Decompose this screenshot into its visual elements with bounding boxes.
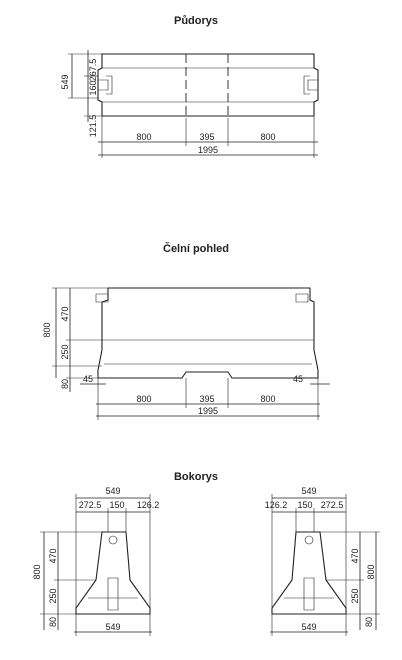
side-left-seg-a: 272.5 xyxy=(79,500,102,510)
front-outline xyxy=(95,287,319,379)
plan-view: Půdorys 267.5 160 121.5 54 xyxy=(60,15,319,158)
side-right-seg-c: 272.5 xyxy=(321,500,344,510)
side-left-upper: 470 xyxy=(48,548,58,563)
side-right-lower: 250 xyxy=(350,588,360,603)
plan-dim-bottom: 121.5 xyxy=(88,115,98,138)
side-right-top-total: 549 xyxy=(301,486,316,496)
side-right-base: 80 xyxy=(364,617,374,627)
side-left-seg-b: 150 xyxy=(109,500,124,510)
side-right-upper: 470 xyxy=(350,548,360,563)
front-dim-total: 1995 xyxy=(198,406,218,416)
side-right-bottom: 549 xyxy=(301,622,316,632)
side-left-seg-c: 126.2 xyxy=(137,500,160,510)
side-left-height: 800 xyxy=(32,564,42,579)
side-left-top-total: 549 xyxy=(105,486,120,496)
front-view: Čelní pohled 470 250 80 800 45 45 xyxy=(42,242,330,420)
front-dim-left-offset: 45 xyxy=(83,374,93,384)
side-right-seg-a: 126.2 xyxy=(265,500,288,510)
plan-dim-center: 160 xyxy=(88,80,98,95)
side-right-seg-b: 150 xyxy=(297,500,312,510)
front-dimensions: 470 250 80 800 45 45 800 395 800 1995 xyxy=(42,287,330,420)
front-dim-height: 800 xyxy=(42,322,52,337)
side-right: 549 126.2 150 272.5 470 250 80 800 549 xyxy=(265,486,380,636)
plan-dim-total: 1995 xyxy=(198,145,218,155)
side-view: Bokorys 549 272.5 150 126.2 470 250 80 xyxy=(32,471,380,636)
plan-dimensions: 267.5 160 121.5 549 800 395 800 1995 xyxy=(60,50,318,158)
plan-dim-mid: 395 xyxy=(199,132,214,142)
plan-title: Půdorys xyxy=(174,15,218,27)
front-dim-right-offset: 45 xyxy=(293,374,303,384)
plan-dim-depth: 549 xyxy=(60,74,70,89)
front-dim-mid: 395 xyxy=(199,394,214,404)
front-dim-left: 800 xyxy=(136,394,151,404)
plan-dim-left: 800 xyxy=(136,132,151,142)
front-title: Čelní pohled xyxy=(163,242,229,255)
plan-dim-right: 800 xyxy=(260,132,275,142)
plan-outline xyxy=(97,53,319,117)
side-left-lower: 250 xyxy=(48,588,58,603)
side-left-bottom: 549 xyxy=(105,622,120,632)
side-left: 549 272.5 150 126.2 470 250 80 800 549 xyxy=(32,486,159,636)
front-dim-right: 800 xyxy=(260,394,275,404)
front-dim-base: 80 xyxy=(60,379,70,389)
plan-dim-top: 267.5 xyxy=(88,59,98,82)
front-dim-lower: 250 xyxy=(60,344,70,359)
side-title: Bokorys xyxy=(174,471,218,483)
side-left-base: 80 xyxy=(48,617,58,627)
side-right-height: 800 xyxy=(366,564,376,579)
front-dim-upper: 470 xyxy=(60,306,70,321)
